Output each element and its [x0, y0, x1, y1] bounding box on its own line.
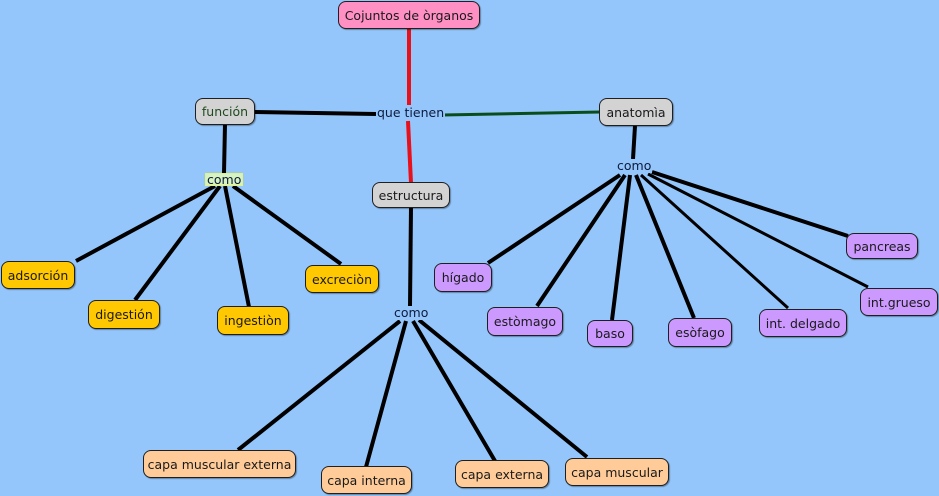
- link-quetienen-estructura: [406, 120, 413, 184]
- concept-label: digestión: [95, 307, 153, 322]
- phrase-como-estructura[interactable]: como: [393, 305, 430, 320]
- concept-ingestion[interactable]: ingestiòn: [217, 306, 289, 335]
- concept-int-delgado[interactable]: int. delgado: [759, 309, 847, 337]
- concept-label: capa muscular externa: [147, 456, 292, 472]
- concept-estructura-label: estructura: [378, 187, 444, 203]
- concept-higado[interactable]: hígado: [434, 263, 492, 292]
- link-funcion-como: [222, 123, 227, 174]
- link-como-muscular-externa: [236, 319, 402, 452]
- concept-esofago[interactable]: esòfago: [668, 318, 732, 347]
- link-como-interna: [364, 320, 408, 468]
- concept-baso[interactable]: baso: [587, 320, 633, 347]
- link-como-grueso: [647, 172, 869, 289]
- concept-label: pancreas: [853, 238, 911, 254]
- concept-digestion[interactable]: digestión: [88, 300, 160, 329]
- concept-label: baso: [595, 326, 625, 341]
- link-estructura-como: [408, 206, 413, 307]
- concept-int-grueso[interactable]: int.grueso: [860, 288, 938, 316]
- concept-funcion[interactable]: función: [195, 98, 255, 125]
- root-concept[interactable]: Cojuntos de òrganos: [338, 1, 480, 29]
- concept-funcion-label: función: [201, 104, 249, 119]
- link-como-muscular: [417, 318, 589, 459]
- concept-estomago[interactable]: estòmago: [487, 307, 563, 336]
- phrase-como-funcion[interactable]: como: [205, 172, 244, 187]
- link-como-pancreas: [651, 170, 849, 238]
- concept-anatomia-label: anatomìa: [606, 104, 666, 120]
- concept-capa-muscular-externa[interactable]: capa muscular externa: [143, 450, 296, 478]
- link-como-ingestion: [223, 185, 251, 308]
- concept-label: capa muscular: [571, 464, 663, 480]
- concept-label: hígado: [441, 270, 485, 285]
- concept-label: int. delgado: [765, 315, 841, 331]
- concept-capa-interna[interactable]: capa interna: [321, 466, 412, 494]
- link-como-externa: [411, 319, 497, 463]
- concept-capa-externa[interactable]: capa externa: [455, 460, 549, 488]
- concept-label: excreciòn: [312, 271, 372, 287]
- concept-anatomia[interactable]: anatomìa: [599, 98, 673, 126]
- concept-label: estòmago: [493, 314, 557, 329]
- concept-label: ingestiòn: [224, 313, 282, 328]
- link-funcion-quetienen: [254, 110, 377, 116]
- concept-capa-muscular[interactable]: capa muscular: [565, 458, 669, 486]
- link-como-higado: [486, 173, 622, 265]
- link-como-esofago: [634, 174, 696, 319]
- concept-adsorcion[interactable]: adsorción: [1, 261, 75, 289]
- concept-estructura[interactable]: estructura: [372, 182, 450, 208]
- concept-label: int.grueso: [867, 294, 931, 310]
- link-como-excrecion: [231, 184, 343, 266]
- link-quetienen-anatomia: [442, 110, 601, 117]
- concept-label: adsorción: [7, 267, 69, 283]
- link-como-adsorcion: [75, 184, 216, 263]
- link-como-delgado: [639, 173, 790, 310]
- concept-label: esòfago: [675, 325, 725, 340]
- link-como-estomago: [535, 173, 627, 308]
- phrase-como-anatomia[interactable]: como: [616, 158, 653, 173]
- link-como-digestion: [133, 184, 222, 302]
- phrase-que-tienen[interactable]: que tienen: [376, 105, 446, 120]
- root-concept-label: Cojuntos de òrganos: [344, 7, 474, 23]
- concept-excrecion[interactable]: excreciòn: [305, 265, 379, 293]
- link-anatomia-como: [631, 125, 637, 160]
- concept-pancreas[interactable]: pancreas: [846, 233, 918, 259]
- link-como-baso: [610, 174, 632, 321]
- concept-label: capa externa: [460, 466, 544, 482]
- concept-label: capa interna: [327, 472, 406, 488]
